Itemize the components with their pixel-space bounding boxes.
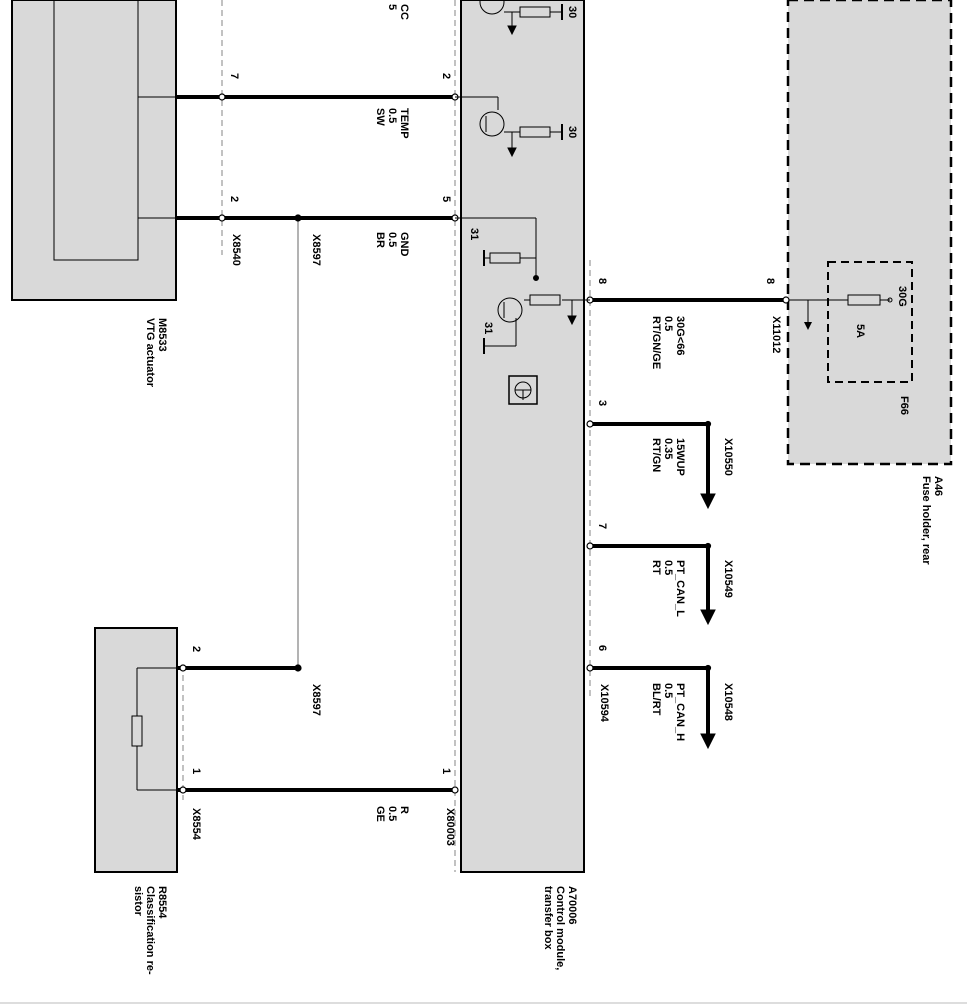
wires [176,95,786,792]
fuse-holder-block [786,0,953,466]
control-module-block [460,0,585,873]
classification-resistor-block [94,627,178,873]
connector-arrows [700,424,716,750]
pin-joints [179,93,790,794]
vtg-actuator-block [11,0,177,301]
module-internal-circuit [455,0,590,405]
